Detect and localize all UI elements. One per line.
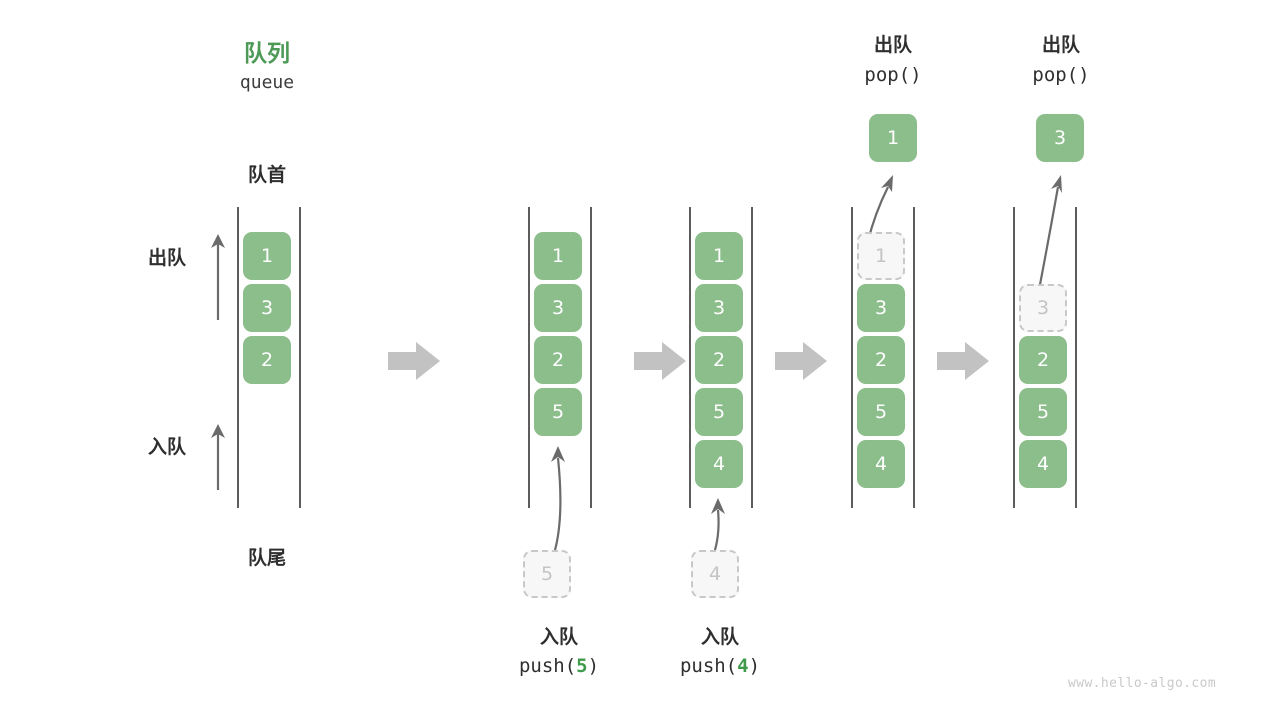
push-arrow-icon (551, 446, 565, 551)
queue-cell: 3 (534, 284, 582, 332)
queue-cell: 1 (534, 232, 582, 280)
queue-cell: 3 (243, 284, 291, 332)
queue-title-en: queue (239, 72, 295, 93)
operation-label-code: push(4) (649, 655, 791, 677)
queue-cell: 2 (243, 336, 291, 384)
watermark: www.hello-algo.com (1068, 676, 1217, 691)
queue-cell: 5 (1019, 388, 1067, 436)
queue-cell: 2 (857, 336, 905, 384)
pop-arrow-icon (1036, 175, 1062, 296)
front-label: 队首 (247, 164, 286, 186)
queue-rail-right (299, 207, 301, 508)
dequeue-direction-label: 出队 (148, 247, 187, 269)
queue-cell: 4 (857, 440, 905, 488)
queue-rail-left (237, 207, 239, 508)
queue-cell: 5 (857, 388, 905, 436)
operation-header-code: pop() (864, 64, 922, 86)
push-arrow-icon (711, 498, 725, 551)
queue-cell: 3 (695, 284, 743, 332)
incoming-element-ghost: 4 (691, 550, 739, 598)
queue-rail-right (1075, 207, 1077, 508)
operation-header-code: pop() (1032, 64, 1090, 86)
operation-label-code: push(5) (488, 655, 630, 677)
queue-cell: 4 (1019, 440, 1067, 488)
queue-cell: 5 (695, 388, 743, 436)
queue-rail-left (1013, 207, 1015, 508)
operation-label-cn: 入队 (700, 626, 739, 648)
dequeue-direction-arrow-icon (211, 234, 225, 320)
step-separator-arrow-icon (388, 342, 440, 380)
queue-cell: 2 (695, 336, 743, 384)
operation-header-cn: 出队 (1041, 34, 1080, 56)
queue-rail-right (913, 207, 915, 508)
op-code-arg: 4 (737, 655, 749, 677)
queue-cell: 4 (695, 440, 743, 488)
step-separator-arrow-icon (634, 342, 686, 380)
queue-rail-left (528, 207, 530, 508)
op-code-arg: 5 (576, 655, 588, 677)
step-separator-arrow-icon (775, 342, 827, 380)
op-code-suffix: ) (748, 655, 761, 677)
queue-rail-right (590, 207, 592, 508)
step-separator-arrow-icon (937, 342, 989, 380)
op-code-prefix: push( (679, 655, 738, 677)
popped-element: 3 (1036, 114, 1084, 162)
popped-element: 1 (869, 114, 917, 162)
queue-cell-removed: 3 (1019, 284, 1067, 332)
queue-rail-left (851, 207, 853, 508)
rear-label: 队尾 (247, 547, 286, 569)
queue-cell: 5 (534, 388, 582, 436)
enqueue-direction-label: 入队 (148, 436, 187, 458)
op-code-suffix: ) (587, 655, 600, 677)
queue-cell: 2 (1019, 336, 1067, 384)
incoming-element-ghost: 5 (523, 550, 571, 598)
queue-cell: 2 (534, 336, 582, 384)
operation-label-cn: 入队 (539, 626, 578, 648)
enqueue-direction-arrow-icon (211, 424, 225, 490)
op-code-prefix: push( (518, 655, 577, 677)
queue-rail-right (751, 207, 753, 508)
queue-cell: 1 (695, 232, 743, 280)
queue-cell-removed: 1 (857, 232, 905, 280)
queue-cell: 1 (243, 232, 291, 280)
queue-title-cn: 队列 (244, 41, 290, 67)
queue-cell: 3 (857, 284, 905, 332)
queue-rail-left (689, 207, 691, 508)
operation-header-cn: 出队 (873, 34, 912, 56)
